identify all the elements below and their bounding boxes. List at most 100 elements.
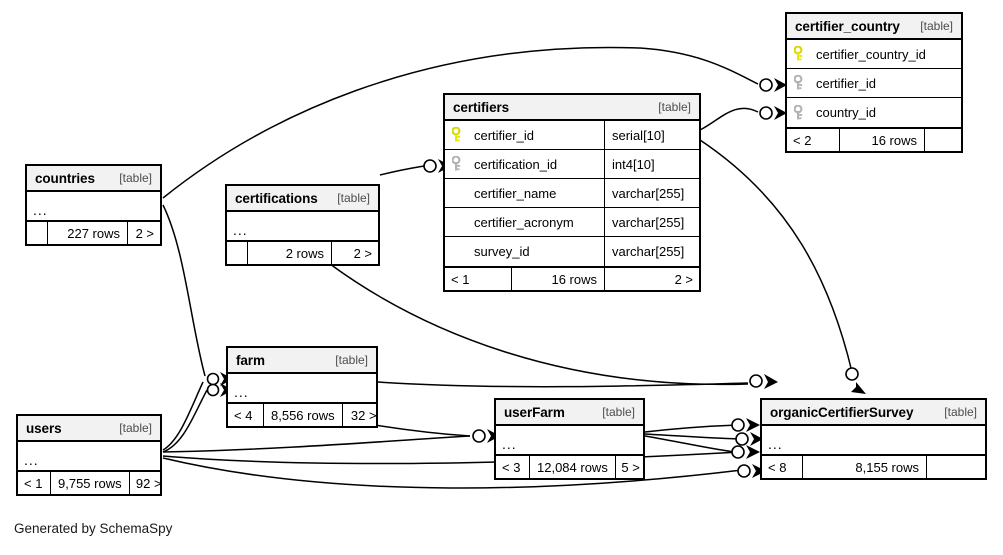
column-cell: certifier_country_id [787, 46, 961, 62]
footer-rowcount: 9,755 rows [50, 472, 130, 494]
table-certifiers[interactable]: certifiers [table] certifier_id serial[1… [443, 93, 701, 292]
table-footer: 2 rows 2 > [227, 240, 378, 264]
footer-children: 92 > [135, 475, 162, 491]
table-row[interactable]: country_id [787, 98, 961, 127]
footer-rowcount: 16 rows [511, 268, 605, 290]
edge-userfarm-organic-b [644, 433, 741, 440]
footer-rowcount: 8,556 rows [263, 404, 343, 426]
footer-parents: < 1 [451, 271, 470, 287]
table-row[interactable]: certifier_id serial[10] [445, 121, 699, 150]
edge-countries-farm [162, 204, 206, 377]
footer-parents: < 3 [502, 459, 521, 475]
table-footer: < 2 16 rows [787, 127, 961, 151]
table-row[interactable]: certification_id int4[10] [445, 150, 699, 179]
footer-parents [227, 242, 247, 264]
foreign-key-icon [794, 104, 803, 119]
column-cell: certifier_acronym [445, 214, 604, 230]
table-certifications[interactable]: certifications [table] ... 2 rows 2 > [225, 184, 380, 266]
table-footer: < 1 16 rows 2 > [445, 266, 699, 290]
table-row[interactable]: survey_id varchar[255] [445, 237, 699, 266]
column-type: serial[10] [604, 121, 699, 149]
table-title: userFarm [504, 404, 565, 420]
footer-parents: < 4 [234, 407, 253, 423]
table-header: certifications [table] [227, 186, 378, 212]
table-userfarm[interactable]: userFarm [table] ... < 3 12,084 rows 5 > [494, 398, 645, 480]
table-row[interactable]: certifier_name varchar[255] [445, 179, 699, 208]
table-header: users [table] [18, 416, 160, 442]
table-users[interactable]: users [table] ... < 1 9,755 rows 92 > [16, 414, 162, 496]
footer-children: 32 > [350, 407, 377, 423]
footer-rowcount: 227 rows [47, 222, 128, 244]
table-title: farm [236, 352, 265, 368]
edge-users-farm-b [162, 389, 208, 453]
column-name: survey_id [474, 244, 530, 259]
column-cell: certifier_id [445, 127, 604, 143]
table-organic-certifier-survey[interactable]: organicCertifierSurvey [table] ... < 8 8… [760, 398, 987, 480]
table-title: organicCertifierSurvey [770, 404, 914, 420]
footer-children: 2 > [135, 225, 154, 241]
footer-parents [27, 222, 47, 244]
table-header: certifiers [table] [445, 95, 699, 121]
column-cell: country_id [787, 104, 961, 121]
generator-credit: Generated by SchemaSpy [14, 521, 173, 536]
table-footer: < 8 8,155 rows [762, 454, 985, 478]
collapsed-columns-indicator: ... [234, 384, 249, 400]
column-name: country_id [816, 105, 876, 120]
edge-farm-organic [377, 381, 749, 388]
table-header: farm [table] [228, 348, 376, 374]
column-cell: certification_id [445, 156, 604, 172]
foreign-key-icon [794, 75, 803, 90]
table-type-tag: [table] [920, 19, 953, 33]
table-type-tag: [table] [119, 171, 152, 185]
no-key-spacer [452, 244, 465, 260]
column-type: int4[10] [604, 150, 699, 178]
table-footer: < 3 12,084 rows 5 > [496, 454, 643, 478]
footer-parents: < 1 [24, 475, 43, 491]
table-farm[interactable]: farm [table] ... < 4 8,556 rows 32 > [226, 346, 378, 428]
primary-key-icon [452, 127, 461, 142]
table-columns: certifier_country_id certifier_id [787, 40, 961, 127]
table-row[interactable]: certifier_acronym varchar[255] [445, 208, 699, 237]
table-row[interactable]: certifier_country_id [787, 40, 961, 69]
table-header: organicCertifierSurvey [table] [762, 400, 985, 426]
table-certifier-country[interactable]: certifier_country [table] certifier_coun… [785, 12, 963, 153]
table-type-tag: [table] [602, 405, 635, 419]
table-type-tag: [table] [119, 421, 152, 435]
footer-children: 2 > [353, 245, 372, 261]
table-header: userFarm [table] [496, 400, 643, 426]
edge-userfarm-organic-c [644, 435, 735, 453]
table-type-tag: [table] [658, 100, 691, 114]
footer-parents: < 8 [768, 459, 787, 475]
edge-users-userfarm [162, 435, 471, 453]
column-name: certifier_acronym [474, 214, 574, 230]
collapsed-columns-indicator: ... [768, 436, 783, 452]
table-row[interactable]: certifier_id [787, 69, 961, 98]
column-cell: certifier_name [445, 185, 604, 201]
column-name: certifier_id [474, 127, 534, 143]
footer-rowcount: 2 rows [247, 242, 332, 264]
column-name: certifier_country_id [816, 46, 926, 62]
footer-children [927, 456, 985, 478]
primary-key-icon [794, 46, 803, 61]
column-cell: survey_id [445, 244, 604, 260]
edge-certifiers-organic [699, 139, 853, 373]
table-type-tag: [table] [944, 405, 977, 419]
table-title: certifier_country [795, 18, 900, 34]
table-footer: 227 rows 2 > [27, 220, 160, 244]
collapsed-columns-indicator: ... [33, 202, 48, 218]
table-countries[interactable]: countries [table] ... 227 rows 2 > [25, 164, 162, 246]
table-footer: < 4 8,556 rows 32 > [228, 402, 377, 426]
collapsed-columns-indicator: ... [233, 222, 248, 238]
edge-certifications-certifiers [379, 165, 425, 176]
collapsed-columns-indicator: ... [24, 452, 39, 468]
table-footer: < 1 9,755 rows 92 > [18, 470, 162, 494]
column-name: certification_id [474, 156, 558, 172]
foreign-key-icon [452, 156, 461, 171]
table-type-tag: [table] [337, 191, 370, 205]
footer-rowcount: 8,155 rows [802, 456, 927, 478]
footer-rowcount: 12,084 rows [529, 456, 616, 478]
table-columns: certifier_id serial[10] certification_id… [445, 121, 699, 266]
column-type: varchar[255] [604, 179, 699, 207]
table-type-tag: [table] [335, 353, 368, 367]
